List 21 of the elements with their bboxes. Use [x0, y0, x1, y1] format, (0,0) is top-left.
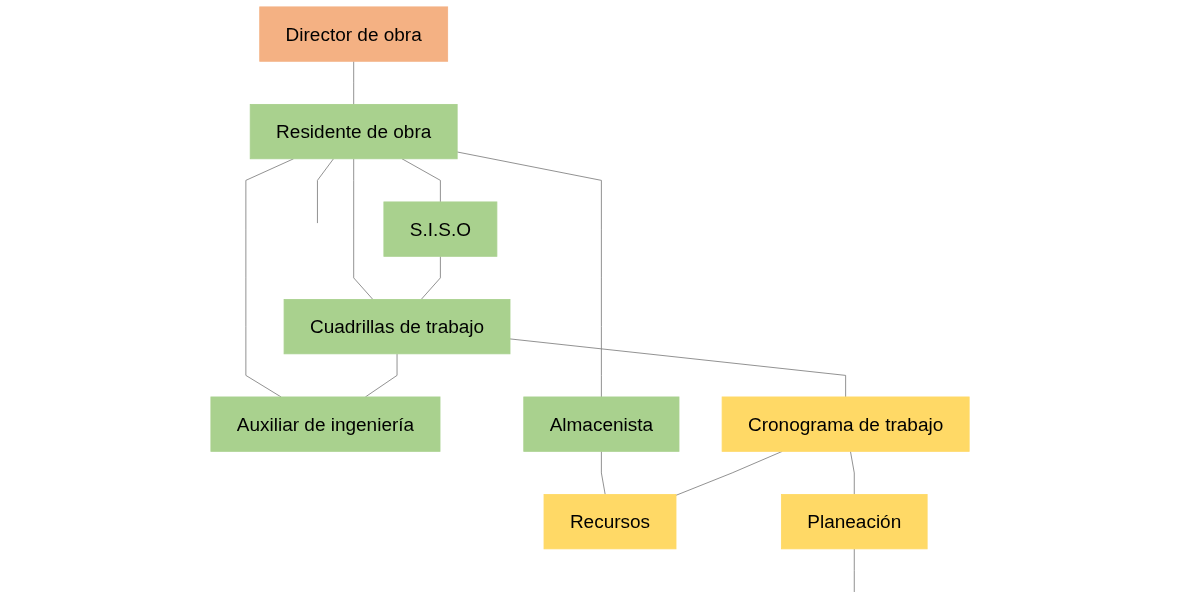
- connector: [353, 60, 355, 105]
- connector: [421, 255, 442, 300]
- connector: [510, 338, 847, 398]
- connector: [245, 158, 295, 398]
- node-box: Director de obra: [259, 6, 449, 62]
- connector: [457, 151, 603, 398]
- connector: [854, 548, 856, 593]
- node-box: Planeación: [781, 494, 929, 550]
- node-box: S.I.S.O: [383, 201, 498, 257]
- node-box: Almacenista: [523, 396, 680, 452]
- node-box: Residente de obra: [250, 104, 459, 160]
- connector: [850, 450, 856, 495]
- node-box: Recursos: [544, 494, 677, 550]
- connector: [317, 158, 335, 224]
- node-box: Cuadrillas de trabajo: [284, 299, 511, 355]
- connector: [601, 450, 607, 495]
- connector: [365, 353, 398, 398]
- node-box: Cronograma de trabajo: [722, 396, 971, 452]
- connector: [353, 158, 374, 300]
- node-box: Auxiliar de ingeniería: [210, 396, 441, 452]
- connector: [402, 158, 442, 203]
